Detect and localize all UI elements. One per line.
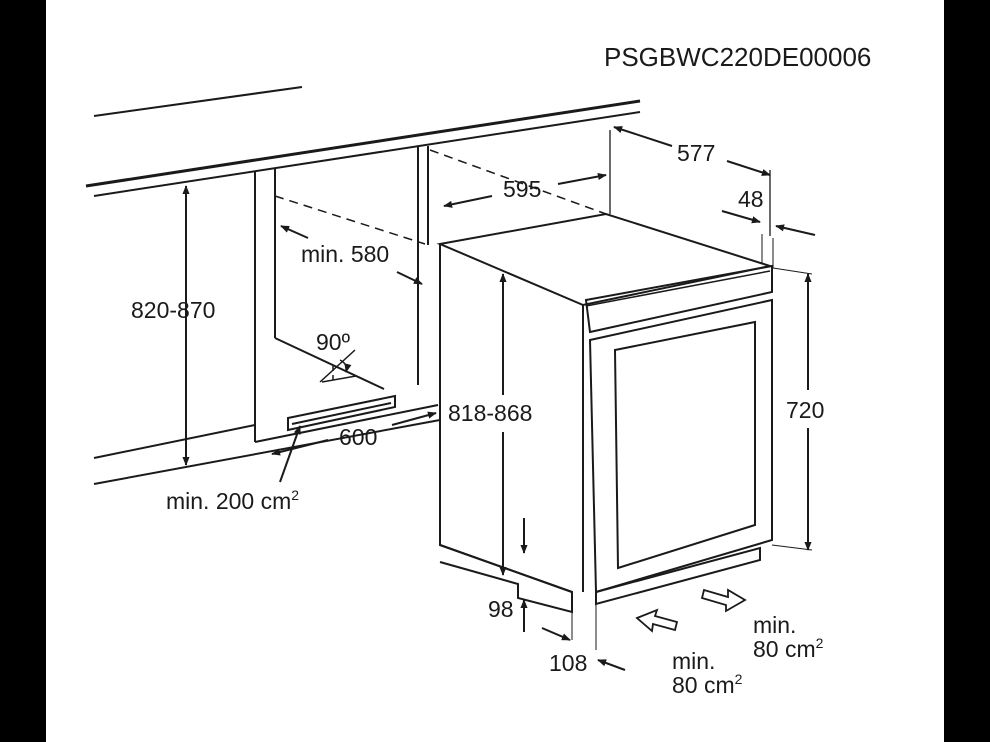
airflow-inlet-arrow: [635, 608, 679, 633]
outlet-vent-label-line1: min.: [753, 612, 796, 638]
body-height-label: 720: [786, 397, 824, 423]
inlet-vent-label-line2: 80 cm2: [672, 671, 743, 698]
vent-grille: [287, 394, 396, 432]
inlet-vent-label-line1: min.: [672, 648, 715, 674]
niche-width-label: 600: [339, 424, 377, 450]
depth-label: 577: [677, 140, 715, 166]
width-label: 595: [503, 176, 541, 202]
door-offset-label: 48: [738, 186, 764, 212]
plinth-height-label: 98: [488, 596, 514, 622]
appliance-body: [436, 212, 813, 650]
dimension-lines: [182, 126, 816, 671]
kitchen-cabinet: [85, 86, 641, 485]
cabinet-vent-label: min. 200 cm2: [166, 487, 299, 514]
angle-label: 90º: [316, 329, 351, 355]
niche-height-label: 820-870: [131, 297, 215, 323]
appliance-height-label: 818-868: [448, 400, 532, 426]
niche-depth-label: min. 580: [301, 241, 389, 267]
model-code: PSGBWC220DE00006: [604, 42, 871, 72]
outlet-vent-label-line2: 80 cm2: [753, 635, 824, 662]
airflow-outlet-arrow: [700, 588, 747, 613]
plinth-depth-label: 108: [549, 650, 587, 676]
